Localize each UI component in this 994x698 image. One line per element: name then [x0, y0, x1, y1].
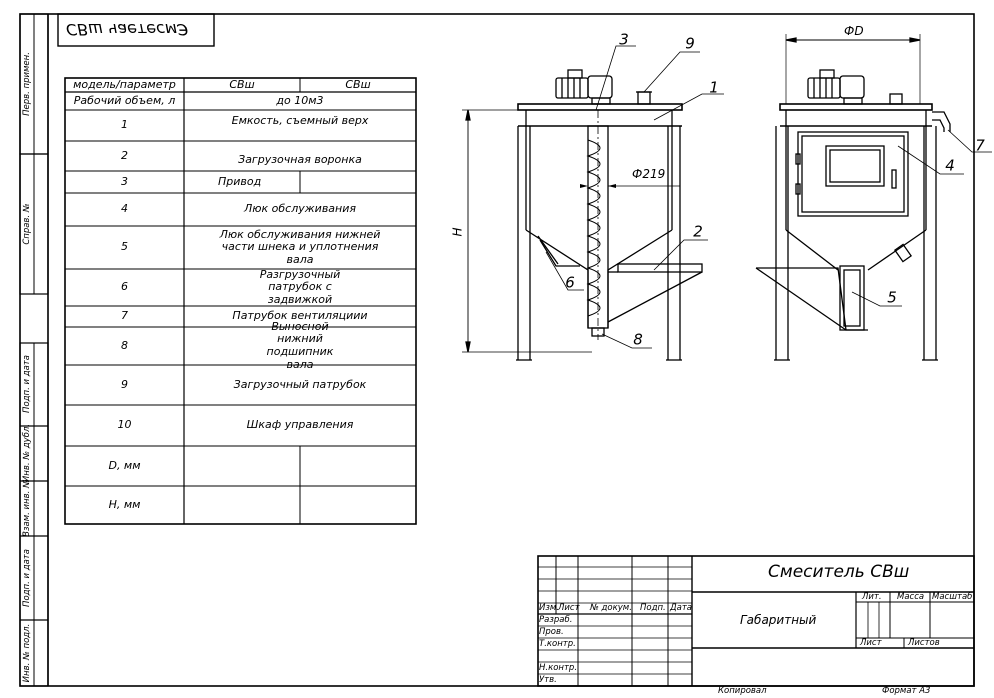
callout-8: 8	[633, 330, 643, 349]
spec-row-text: Привод	[218, 174, 262, 188]
spec-header-model1: СВш	[229, 77, 255, 91]
tb-lit: Лит.	[862, 592, 882, 602]
tb-row-razrab: Разраб.	[539, 615, 573, 625]
spec-row-num: 2	[121, 148, 128, 162]
tb-col-izm: Изм.	[539, 603, 559, 613]
tb-col-data: Дата	[670, 603, 693, 613]
callout-7: 7	[975, 136, 985, 155]
callout-3: 3	[619, 30, 629, 49]
tb-row-utv: Утв.	[539, 675, 557, 685]
spec-volume-value: до 10м3	[276, 93, 324, 107]
tb-mass: Масса	[897, 592, 925, 602]
spec-row-text: Люк обслуживания	[243, 202, 356, 216]
front-view	[462, 69, 703, 361]
tb-sheets: Листов	[908, 638, 940, 648]
side-view	[755, 34, 951, 361]
spec-dim-label: H, мм	[108, 497, 141, 511]
spec-row-num: 9	[121, 377, 128, 391]
spec-row-text: Люк обслуживания нижней части шнека и уп…	[219, 227, 381, 266]
callout-5: 5	[887, 288, 897, 307]
spec-row-num: 7	[121, 309, 128, 323]
tb-scale: Масштаб	[932, 592, 973, 602]
dim-diameter-label: Ф219	[632, 167, 666, 181]
spec-dim-label: D, мм	[108, 458, 141, 472]
callout-6: 6	[565, 273, 575, 292]
tb-col-docnum: № докум.	[590, 603, 632, 613]
leader-lines	[545, 45, 992, 349]
dim-d-label: ФD	[844, 24, 864, 38]
tb-row-tkontr: Т.контр.	[539, 639, 576, 649]
callout-2: 2	[693, 222, 703, 241]
tb-copied: Копировал	[718, 686, 767, 696]
title-block-subtitle: Габаритный	[740, 613, 817, 627]
spec-row-text: Шкаф управления	[246, 418, 354, 432]
title-block-title: Смеситель СВш	[768, 562, 910, 582]
callout-4: 4	[945, 156, 955, 175]
spec-header-param: модель/параметр	[73, 77, 176, 91]
spec-row-text: Патрубок вентиляциии	[232, 309, 368, 323]
tb-col-podp: Подп.	[640, 603, 666, 613]
spec-row-num: 6	[121, 280, 128, 294]
spec-row-text: Загрузочная воронка	[238, 152, 362, 166]
spec-row-num: 10	[117, 418, 132, 432]
spec-row-num: 8	[121, 338, 128, 352]
tb-row-nkontr: Н.контр.	[539, 663, 578, 673]
spec-row-num: 1	[121, 118, 128, 132]
spec-header-model2: СВш	[345, 77, 371, 91]
spec-row-text: Разгрузочный патрубок с задвижкой	[259, 267, 341, 306]
tb-sheet: Лист	[860, 638, 882, 648]
spec-row-num: 5	[121, 240, 128, 254]
tb-col-list: Лист	[558, 603, 580, 613]
spec-row-text: Емкость, съемный верх	[231, 113, 369, 127]
tb-format: Формат А3	[882, 686, 931, 696]
tb-row-prov: Пров.	[539, 627, 564, 637]
spec-row-text: Загрузочный патрубок	[233, 377, 367, 391]
spec-volume-label: Рабочий объем, л	[73, 93, 176, 107]
callout-9: 9	[685, 34, 695, 53]
spec-row-num: 4	[121, 202, 128, 216]
spec-row-num: 3	[121, 174, 128, 188]
callout-1: 1	[709, 78, 719, 97]
